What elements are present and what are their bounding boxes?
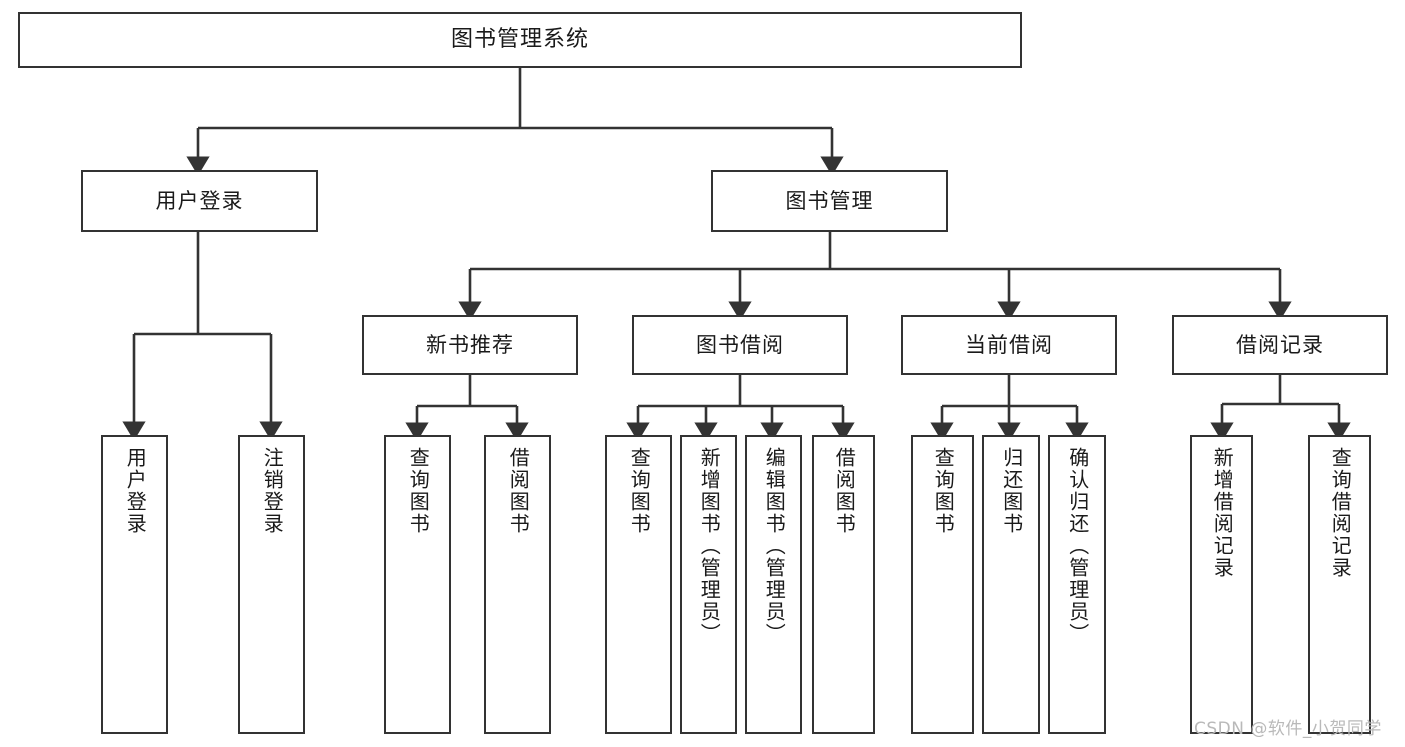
leaf-record-add-borrow-record[interactable]: 新增借阅记录 [1190,435,1253,734]
node-label: 新增图书（管理员） [697,447,722,645]
node-label: 新书推荐 [426,332,514,357]
leaf-borrow-query-book[interactable]: 查询图书 [605,435,672,734]
node-label: 新增借阅记录 [1210,447,1235,579]
node-label: 查询图书 [931,447,956,535]
node-current-borrow[interactable]: 当前借阅 [901,315,1117,375]
node-label: 归还图书 [999,447,1024,535]
node-label: 图书借阅 [696,332,784,357]
node-label: 查询图书 [406,447,431,535]
node-root-book-management-system[interactable]: 图书管理系统 [18,12,1022,68]
leaf-new-book-borrow[interactable]: 借阅图书 [484,435,551,734]
node-label: 注销登录 [260,447,285,535]
node-label: 查询图书 [627,447,652,535]
node-book-borrow[interactable]: 图书借阅 [632,315,848,375]
leaf-borrow-add-book-admin[interactable]: 新增图书（管理员） [680,435,737,734]
node-label: 编辑图书（管理员） [762,447,787,645]
node-new-book-recommend[interactable]: 新书推荐 [362,315,578,375]
leaf-current-confirm-return-admin[interactable]: 确认归还（管理员） [1048,435,1106,734]
leaf-record-query-borrow-record[interactable]: 查询借阅记录 [1308,435,1371,734]
watermark-csdn: CSDN @软件_小贺同学 [1194,719,1382,739]
node-borrow-record[interactable]: 借阅记录 [1172,315,1388,375]
node-label: 图书管理系统 [450,27,589,53]
node-user-login[interactable]: 用户登录 [81,170,318,232]
node-label: 图书管理 [785,188,874,213]
node-label: 用户登录 [123,447,148,535]
node-label: 用户登录 [155,188,244,213]
node-label: 查询借阅记录 [1328,447,1353,579]
node-label: 借阅图书 [832,447,857,535]
leaf-current-query-book[interactable]: 查询图书 [911,435,974,734]
leaf-new-book-query[interactable]: 查询图书 [384,435,451,734]
node-label: 借阅记录 [1236,332,1324,357]
node-label: 借阅图书 [506,447,531,535]
leaf-current-return-book[interactable]: 归还图书 [982,435,1040,734]
leaf-user-logout[interactable]: 注销登录 [238,435,305,734]
leaf-borrow-borrow-book[interactable]: 借阅图书 [812,435,875,734]
node-label: 确认归还（管理员） [1065,447,1090,645]
leaf-borrow-edit-book-admin[interactable]: 编辑图书（管理员） [745,435,802,734]
node-book-management[interactable]: 图书管理 [711,170,948,232]
leaf-user-login[interactable]: 用户登录 [101,435,168,734]
node-label: 当前借阅 [965,332,1053,357]
